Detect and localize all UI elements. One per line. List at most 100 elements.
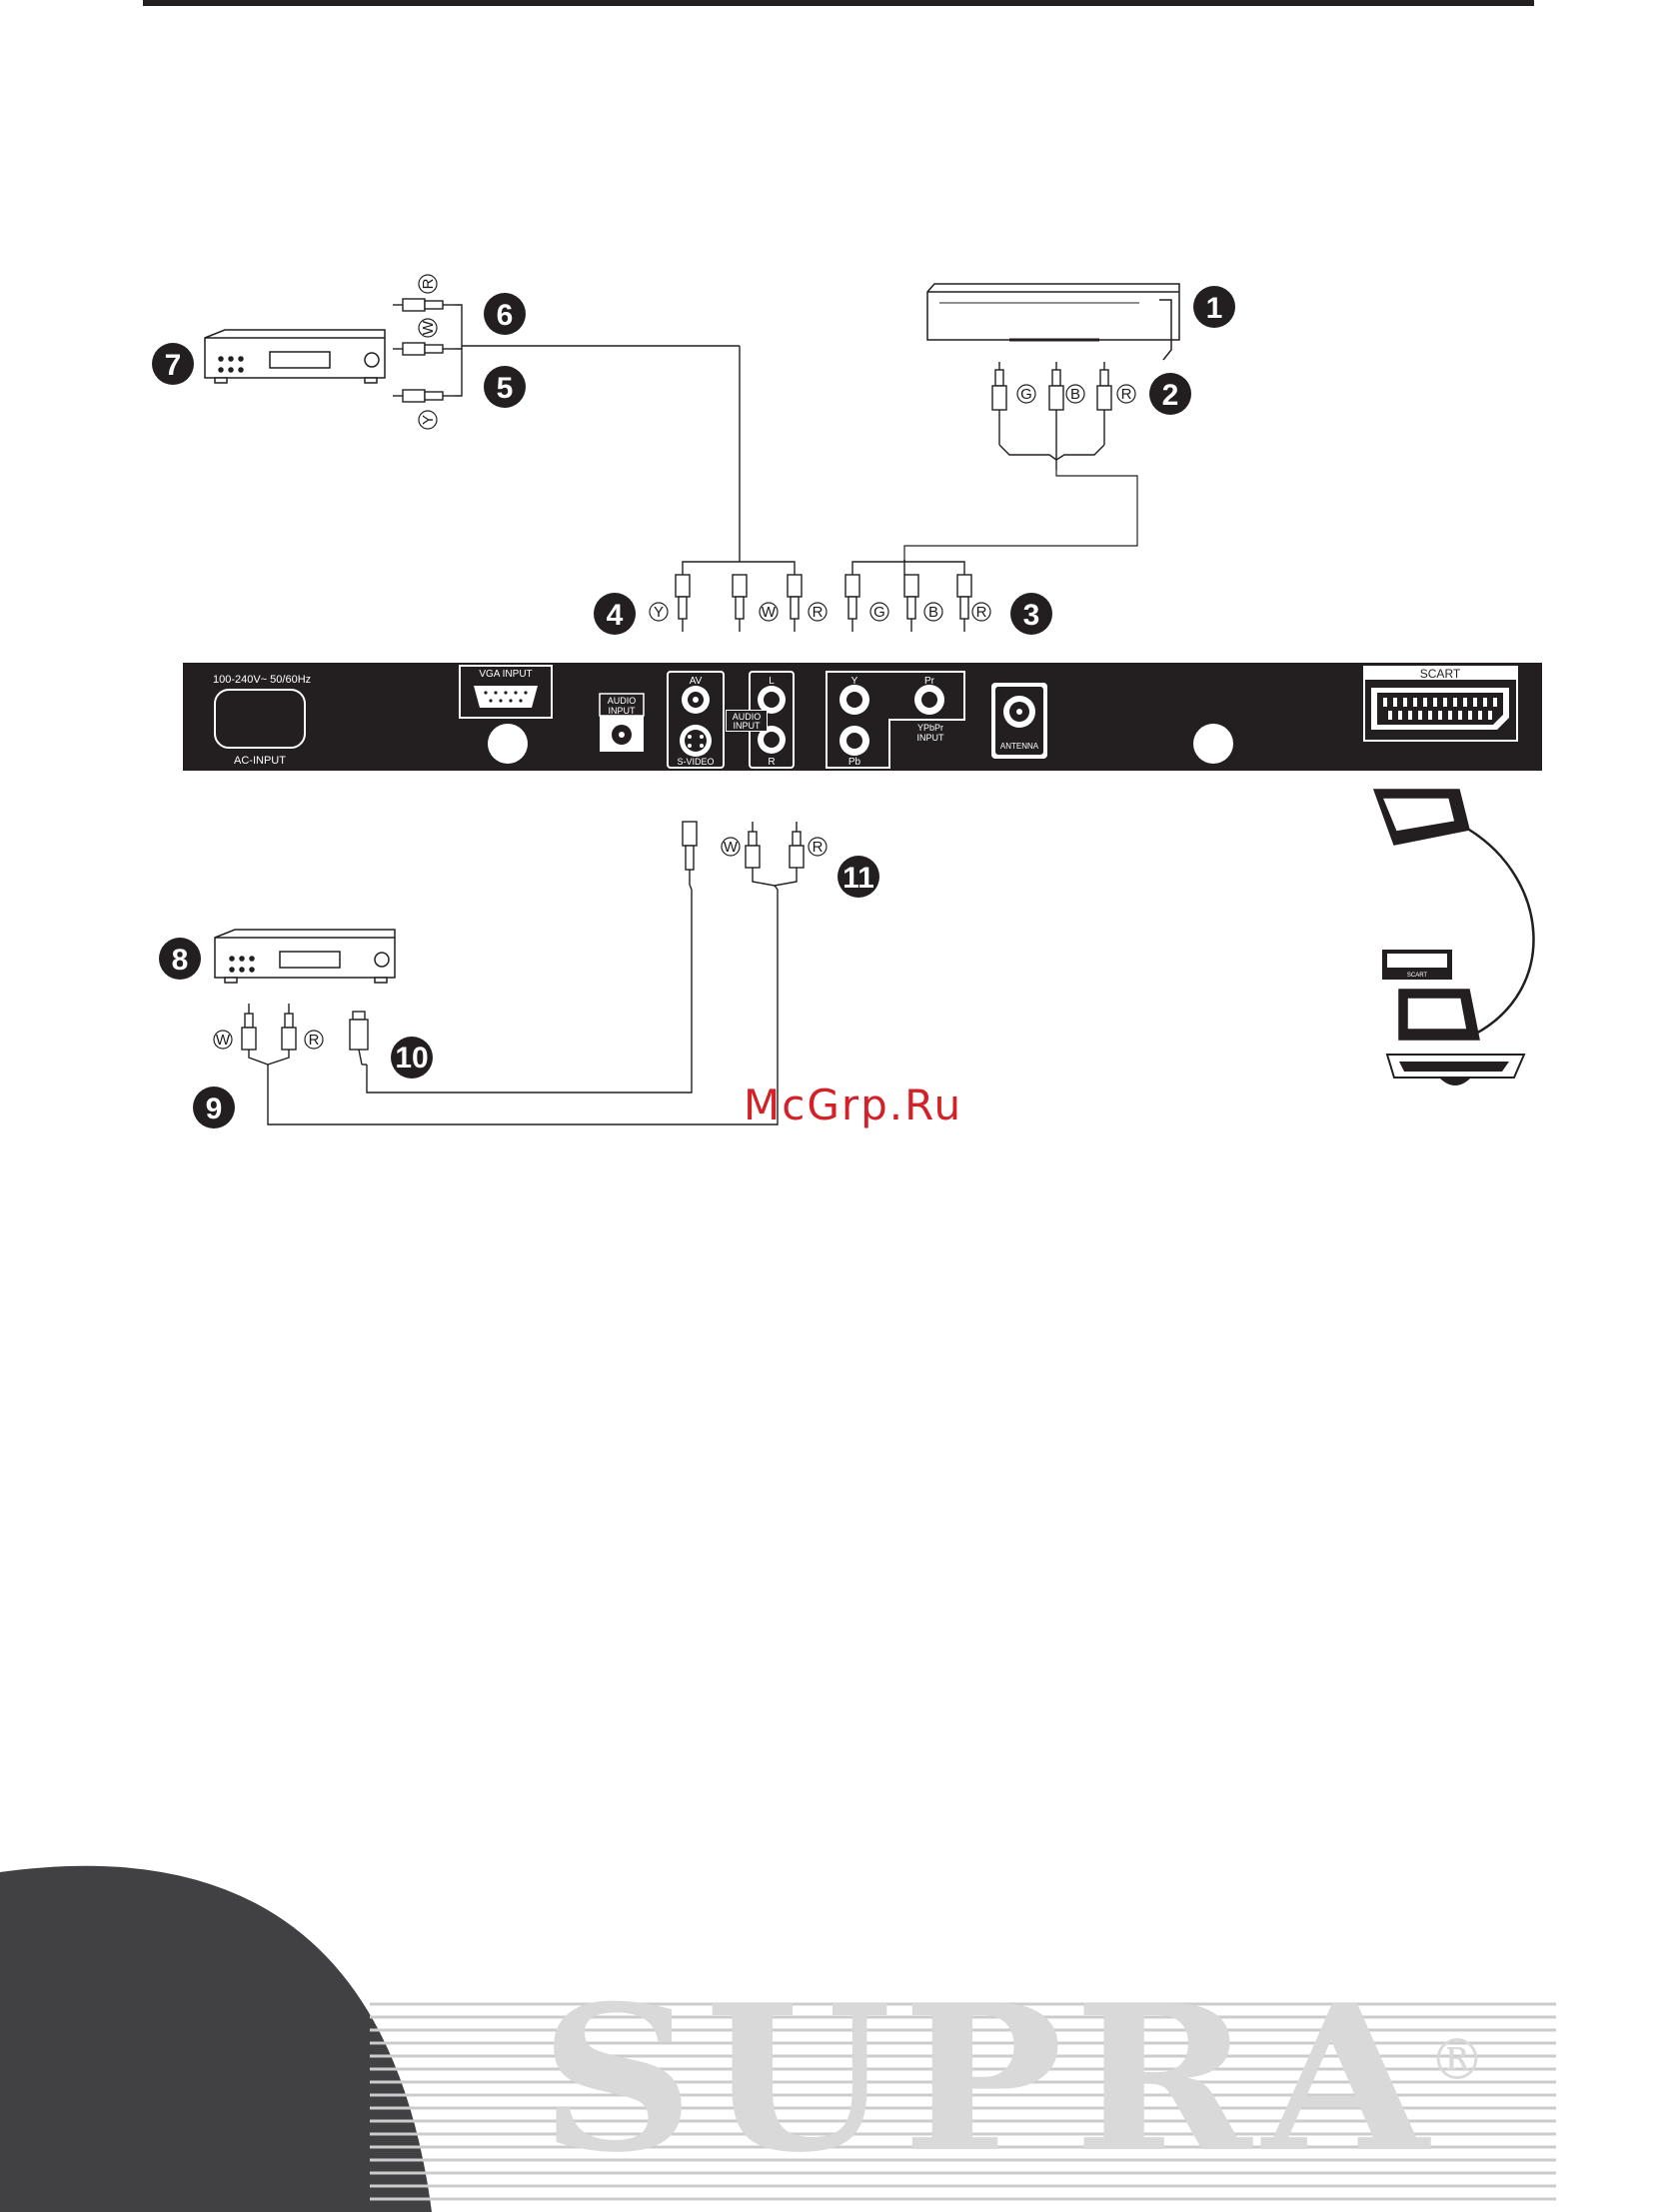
svg-text:R: R [976,604,987,621]
callout-7: 7 [152,343,194,385]
scart-cable [1374,790,1534,1040]
svg-text:2: 2 [1162,379,1179,412]
svg-text:4: 4 [607,599,624,632]
callout-3: 3 [1010,593,1052,635]
ac-input-label: AC-INPUT [234,755,286,767]
callout-6: 6 [484,293,526,335]
brand-name: SUPRA [540,1962,1439,2197]
svg-text:1: 1 [1206,292,1223,325]
rca-plug-blue-down [1049,362,1063,470]
svg-text:W: W [762,604,777,621]
svg-text:G: G [873,604,885,621]
plug-letter-r-11: R [809,838,827,856]
ac-input-socket [215,690,305,748]
svg-text:Y: Y [420,415,437,425]
back-panel [183,663,1542,771]
pc-audio-label-bottom: INPUT [609,706,637,716]
svg-text:6: 6 [497,299,514,332]
plug-letter-w-mid: W [760,603,778,621]
callout-10: 10 [391,1037,433,1079]
svg-text:9: 9 [206,1093,223,1125]
plug-letter-r-right: R [1117,385,1135,403]
svideo-plug [683,822,697,885]
plug-letter-w-top: W [419,319,437,337]
svideo-label: S-VIDEO [677,757,714,767]
svg-text:B: B [928,604,938,621]
av-label: AV [690,676,703,687]
plug-letter-r-mid2: R [972,603,990,621]
svg-text:5: 5 [497,372,514,405]
svg-text:R: R [420,278,437,289]
plug-letter-g-mid: G [870,603,888,621]
audio-plugs-11 [746,822,804,868]
svg-text:10: 10 [395,1042,428,1075]
rca-plug-red-down [1097,362,1111,445]
svg-text:8: 8 [172,944,189,977]
callout-9: 9 [193,1087,235,1128]
pb-label: Pb [848,757,861,768]
ypbpr-label-bottom: INPUT [917,733,945,743]
svg-text:W: W [216,1032,231,1049]
svg-text:SCART: SCART [1407,973,1428,979]
top-rule [143,0,1534,6]
svg-text:R: R [309,1032,320,1049]
callout-11: 11 [838,856,879,898]
callout-1: 1 [1193,286,1235,328]
vga-port [474,686,538,708]
svg-text:Y: Y [654,604,664,621]
svg-text:G: G [1020,386,1032,403]
ypbpr-label-top: YPbPr [917,723,943,733]
audio-plugs-9 [242,1004,296,1050]
pc-audio-label-top: AUDIO [608,696,637,706]
svg-text:R: R [813,604,824,621]
svg-text:B: B [1070,386,1080,403]
plug-letter-b-top: B [1066,385,1084,403]
vcr-device-8 [215,930,395,983]
mini-scart-port: SCART [1382,950,1452,980]
registered-mark: ® [1429,2028,1485,2093]
scart-label: SCART [1420,667,1461,681]
plug-letter-y-top: Y [419,411,437,429]
plug-letter-y-mid: Y [650,603,668,621]
rca-plug-white-horizontal [393,343,455,355]
svg-text:W: W [724,839,739,856]
antenna-label: ANTENNA [1000,742,1039,751]
power-label: 100-240V~ 50/60Hz [213,674,311,686]
plug-letter-w-9: W [214,1031,232,1049]
corner-decoration [0,1866,432,2212]
right-channel-label: R [768,757,775,768]
callout-5: 5 [484,366,526,408]
svg-text:R: R [1121,386,1132,403]
dvd-player-device-7 [205,330,385,383]
plug-letter-r-top: R [419,275,437,293]
svg-text:3: 3 [1023,599,1040,632]
rca-plug-green-down [992,362,1006,445]
callout-2: 2 [1149,373,1191,415]
tv-device [1387,1055,1524,1086]
svideo-plug-10 [350,1012,368,1065]
plug-letter-r-9: R [305,1031,323,1049]
rca-plug-red-horizontal [393,299,455,311]
vga-input-label: VGA INPUT [479,669,532,680]
audio-input-tag-bottom: INPUT [734,721,762,731]
rca-plug-yellow-horizontal [393,390,455,402]
callout-8: 8 [159,938,201,980]
plug-letter-g-top: G [1017,385,1035,403]
supra-logo: SUPRA ® [370,1962,1556,2199]
plug-letter-r-mid: R [809,603,827,621]
plug-group-4 [676,575,802,632]
screw-hole-right [1193,724,1233,764]
screw-hole-left [488,724,528,764]
plug-group-3 [845,575,971,632]
plug-letter-w-11: W [722,838,740,856]
settop-box-device-1 [927,284,1179,360]
left-channel-label: L [769,676,775,687]
svg-text:11: 11 [842,862,874,895]
watermark-text: McGrp.Ru [744,1081,962,1129]
svg-text:W: W [420,320,437,335]
callout-4: 4 [594,593,636,635]
svg-text:R: R [813,839,824,856]
svg-text:7: 7 [165,349,182,382]
